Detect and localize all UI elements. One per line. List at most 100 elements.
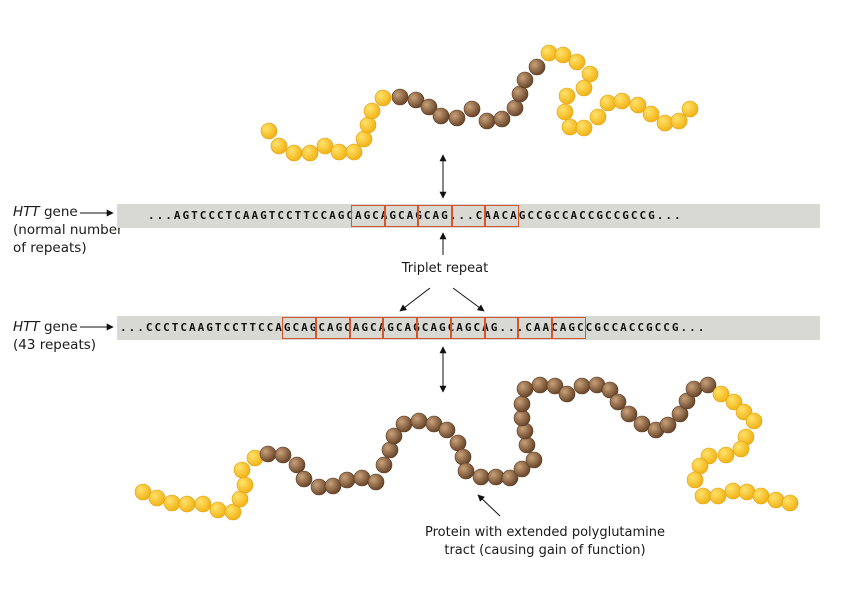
amino-acid-residue [163, 494, 181, 512]
amino-acid-residue [231, 490, 249, 508]
gene2-label: HTT gene (43 repeats) [13, 318, 96, 354]
protein-caption-line2: tract (causing gain of function) [444, 543, 646, 558]
gene2-repeat-box [350, 317, 383, 339]
glutamine-residue [395, 415, 413, 433]
gene2-repeat-box [485, 317, 518, 339]
amino-acid-residue [374, 89, 392, 107]
triplet-to-gene2-arrow-right [452, 287, 485, 312]
protein-normal-chain [260, 44, 699, 162]
amino-acid-residue [629, 96, 647, 114]
amino-acid-residue [745, 412, 763, 430]
amino-acid-residue [581, 65, 599, 83]
amino-acid-residue [599, 94, 617, 112]
glutamine-residue [528, 58, 546, 76]
triplet-repeat-label: Triplet repeat [401, 261, 489, 276]
glutamine-residue [463, 100, 481, 118]
gene2-label-rest: gene [39, 319, 78, 335]
gene2-sequence: ...CCCTCAAGTCCTTCCAGCAGCAGCAGCAGCAGCAGCA… [120, 321, 707, 334]
gene2-sequence-bar [117, 316, 820, 340]
glutamine-residue [620, 405, 638, 423]
amino-acid-residue [732, 440, 750, 458]
amino-acid-residue [316, 137, 334, 155]
amino-acid-residue [561, 118, 579, 136]
amino-acid-residue [568, 53, 586, 71]
gene2-repeat-box [316, 317, 350, 339]
amino-acid-residue [712, 385, 730, 403]
gene2-repeat-box [383, 317, 417, 339]
gene1-label-rest: gene [39, 204, 78, 220]
gene1-label-line3: of repeats) [13, 240, 87, 256]
protein-caption-line1: Protein with extended polyglutamine [424, 525, 666, 540]
amino-acid-residue [359, 116, 377, 134]
glutamine-residue [487, 468, 505, 486]
amino-acid-residue [236, 476, 254, 494]
gene2-label-line2: (43 repeats) [13, 337, 97, 353]
amino-acid-residue [656, 114, 674, 132]
amino-acid-residue [540, 44, 558, 62]
glutamine-residue [518, 436, 536, 454]
glutamine-residue [546, 377, 564, 395]
gene2-repeat-box [518, 317, 552, 339]
amino-acid-residue [558, 87, 576, 105]
triplet-to-gene2-arrow-left [399, 287, 431, 312]
amino-acid-residue [670, 112, 688, 130]
gene1-label-italic: HTT [13, 204, 40, 220]
glutamine-residue [310, 478, 328, 496]
glutamine-residue [633, 415, 651, 433]
glutamine-residue [659, 416, 677, 434]
amino-acid-residue [355, 130, 373, 148]
glutamine-residue [531, 376, 549, 394]
amino-acid-residue [752, 487, 770, 505]
glutamine-residue [516, 380, 534, 398]
glutamine-residue [381, 441, 399, 459]
amino-acid-residue [330, 143, 348, 161]
amino-acid-residue [363, 102, 381, 120]
glutamine-residue [513, 395, 531, 413]
amino-acid-residue [178, 495, 196, 513]
amino-acid-residue [285, 144, 303, 162]
glutamine-residue [438, 421, 456, 439]
glutamine-residue [609, 393, 627, 411]
glutamine-residue [558, 385, 576, 403]
glutamine-residue [506, 99, 524, 117]
gene2-repeat-box [417, 317, 451, 339]
protein-caption-arrow [477, 494, 501, 517]
glutamine-residue [353, 469, 371, 487]
gene2-repeat-box [282, 317, 316, 339]
glutamine-residue [324, 477, 342, 495]
glutamine-residue [525, 451, 543, 469]
glutamine-residue [338, 471, 356, 489]
amino-acid-residue [233, 461, 251, 479]
glutamine-residue [432, 107, 450, 125]
amino-acid-residue [148, 489, 166, 507]
amino-acid-residue [209, 501, 227, 519]
amino-acid-residue [589, 108, 607, 126]
gene1-label: HTT gene (normal number of repeats) [13, 203, 123, 257]
gene1-repeat-box [452, 205, 485, 227]
amino-acid-residue [345, 143, 363, 161]
glutamine-residue [516, 71, 534, 89]
glutamine-residue [448, 109, 466, 127]
glutamine-residue [457, 462, 475, 480]
gene1-label-line2: (normal number [13, 222, 123, 238]
gene1-repeat-box [485, 205, 519, 227]
amino-acid-residue [709, 487, 727, 505]
amino-acid-residue [270, 137, 288, 155]
amino-acid-residue [767, 491, 785, 509]
glutamine-residue [449, 434, 467, 452]
amino-acid-residue [691, 457, 709, 475]
amino-acid-residue [724, 482, 742, 500]
glutamine-residue [274, 446, 292, 464]
protein-caption: Protein with extended polyglutamine trac… [395, 524, 695, 560]
glutamine-residue [478, 112, 496, 130]
glutamine-residue [493, 110, 511, 128]
amino-acid-residue [556, 103, 574, 121]
gene1-repeat-box [418, 205, 452, 227]
gene2-repeat-box [552, 317, 586, 339]
amino-acid-residue [575, 79, 593, 97]
glutamine-residue [391, 88, 409, 106]
amino-acid-residue [260, 122, 278, 140]
amino-acid-residue [781, 494, 799, 512]
glutamine-residue [699, 376, 717, 394]
amino-acid-residue [642, 105, 660, 123]
